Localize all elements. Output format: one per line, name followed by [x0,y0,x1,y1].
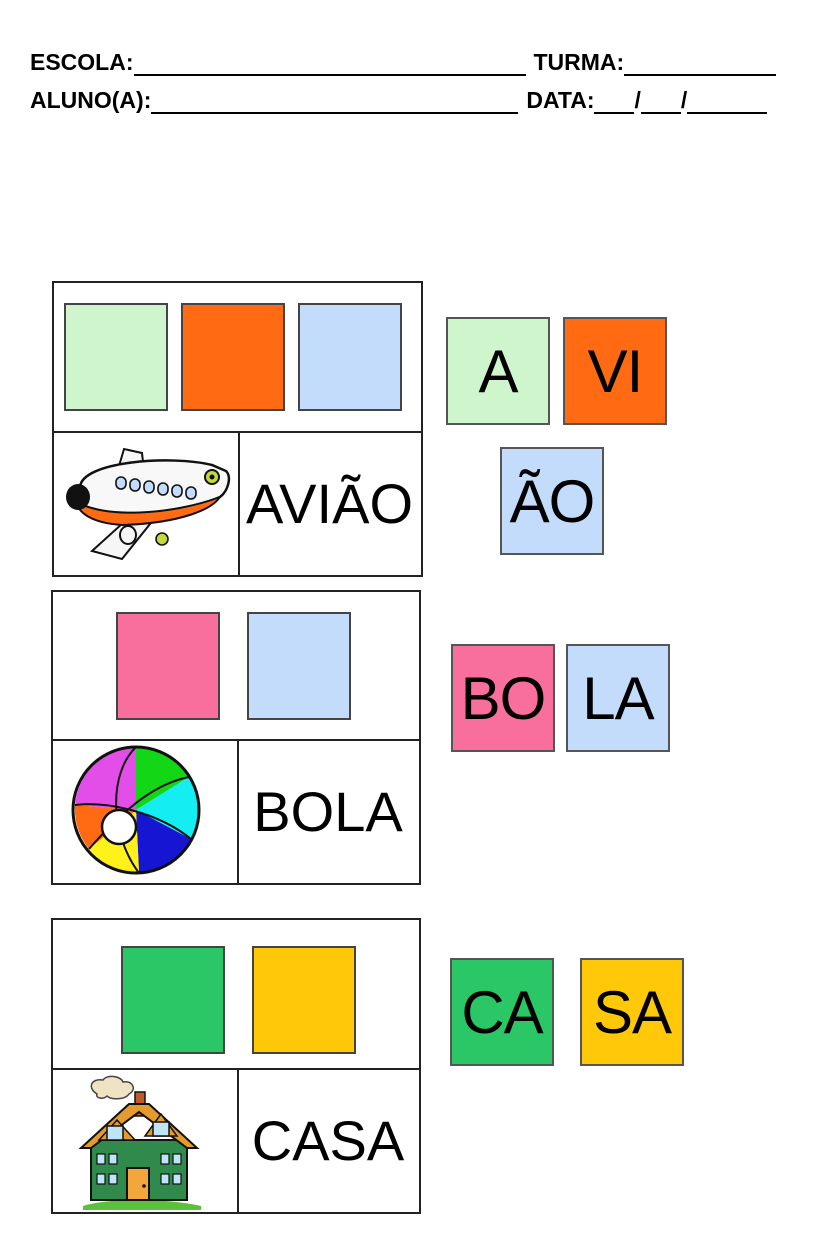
color-boxes-row [53,592,419,741]
syllable-label: LA [582,664,654,732]
data-label: DATA: [526,87,595,113]
syllable-label: BO [460,664,547,732]
word-cell: BOLA [237,739,419,883]
beach-ball-icon [71,745,201,875]
escola-field[interactable] [133,54,526,76]
syllable-label: ÃO [509,467,596,535]
color-boxes-row [54,283,421,433]
turma-label: TURMA: [533,49,625,75]
word-label: AVIÃO [245,471,413,535]
airplane-icon [66,447,231,561]
syllable-tile[interactable]: CA [450,958,554,1066]
word-cell: AVIÃO [238,431,421,575]
word-label: BOLA [253,779,403,843]
answer-box[interactable] [121,946,225,1054]
date-year-field[interactable] [687,92,768,114]
escola-label: ESCOLA: [30,49,134,75]
answer-box[interactable] [247,612,351,720]
syllable-label: VI [587,337,644,405]
syllable-tile[interactable]: A [446,317,550,425]
syllable-label: CA [461,978,543,1046]
syllable-tile[interactable]: VI [563,317,667,425]
answer-box[interactable] [181,303,285,411]
syllable-label: A [478,337,518,405]
word-label: CASA [251,1108,405,1172]
syllable-tile[interactable]: ÃO [500,447,604,555]
picture-cell [53,739,239,883]
header-row-2: ALUNO(A): DATA: / / [30,86,802,114]
house-icon [78,1075,201,1210]
aluno-field[interactable] [151,92,519,114]
picture-cell [54,431,240,575]
date-month-field[interactable] [640,92,681,114]
answer-box[interactable] [64,303,168,411]
exercise-card-aviao: AVIÃO [52,281,423,577]
syllable-label: SA [592,978,672,1046]
date-day-field[interactable] [594,92,635,114]
answer-box[interactable] [298,303,402,411]
picture-cell [53,1068,239,1212]
date-slash: / [634,87,641,113]
answer-box[interactable] [116,612,220,720]
word-cell: CASA [237,1068,419,1212]
date-slash: / [680,87,688,113]
syllable-tile[interactable]: BO [451,644,555,752]
color-boxes-row [53,920,419,1070]
exercise-card-casa: CASA [51,918,421,1214]
header-row-1: ESCOLA: TURMA: [30,48,802,76]
aluno-label: ALUNO(A): [30,87,152,113]
exercise-card-bola: BOLA [51,590,421,885]
syllable-tile[interactable]: SA [580,958,684,1066]
answer-box[interactable] [252,946,356,1054]
turma-field[interactable] [624,54,777,76]
syllable-tile[interactable]: LA [566,644,670,752]
